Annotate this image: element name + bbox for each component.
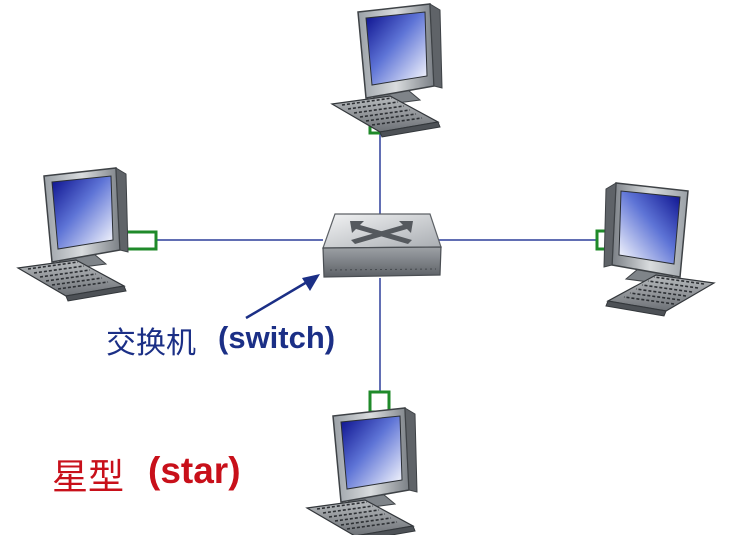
computer-icon	[17, 167, 129, 302]
topology-label-chinese: 星型	[52, 457, 125, 498]
network-links	[157, 133, 596, 392]
computer-icon	[331, 3, 443, 138]
computer-icon	[603, 182, 715, 317]
network-connector-icon	[368, 390, 391, 414]
switch-label-english: (switch)	[218, 320, 336, 355]
computer-icon	[306, 407, 418, 535]
topology-label-english: (star)	[148, 450, 241, 491]
switch-label-chinese: 交换机	[106, 326, 196, 361]
switch-pointer-arrow	[245, 274, 320, 320]
switch-icon	[322, 213, 442, 278]
